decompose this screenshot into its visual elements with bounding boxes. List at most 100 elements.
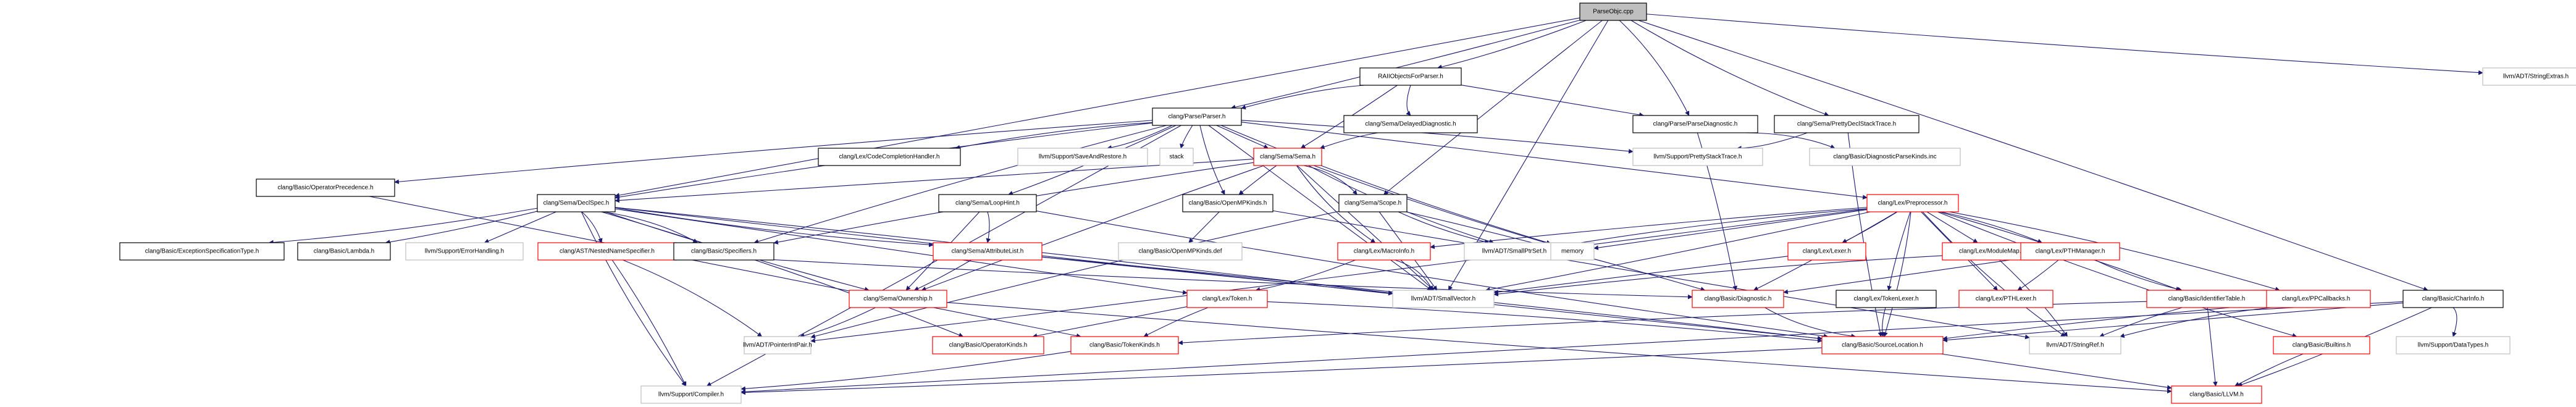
node-box [1550,242,1595,261]
node-PPCallbacks[interactable]: clang/Lex/PPCallbacks.h [2261,290,2371,308]
node-box [2273,336,2370,355]
node-PTHManager[interactable]: clang/Lex/PTHManager.h [2020,242,2120,261]
node-box [1787,242,1866,261]
edge-Sema-to-Ownership [921,165,1264,292]
edge-Lexer-to-SmallVector [1493,256,1789,295]
node-box [405,242,524,261]
node-TokenLexer[interactable]: clang/Lex/TokenLexer.h [1836,290,1937,308]
node-OpenMPDef[interactable]: clang/Basic/OpenMPKinds.def [1118,242,1243,261]
node-RAII[interactable]: RAIIObjectsForParser.h [1359,67,1462,86]
node-DataTypes[interactable]: llvm/Support/DataTypes.h [2396,336,2511,355]
edge-Preprocessor-to-SmallVector [1485,211,1871,292]
node-label: clang/Basic/TokenKinds.h [1089,342,1160,349]
node-Diagnostic[interactable]: clang/Basic/Diagnostic.h [1692,290,1784,308]
edge-Parser-to-Sema [1216,125,1269,149]
node-PTHLexer[interactable]: clang/Lex/PTHLexer.h [1958,290,2054,308]
node-label: llvm/Support/Compiler.h [658,392,724,398]
node-OperatorKinds[interactable]: clang/Basic/OperatorKinds.h [932,336,1044,355]
node-ParseDiag[interactable]: clang/Parse/ParseDiagnostic.h [1632,115,1758,133]
node-ParseObjc[interactable]: ParseObjc.cpp [1579,2,1647,21]
node-label: memory [1561,248,1584,255]
node-label: clang/Sema/PrettyDeclStackTrace.h [1797,121,1896,128]
node-Compiler[interactable]: llvm/Support/Compiler.h [640,385,742,404]
edge-Preprocessor-to-StringRef [1922,211,2066,337]
node-CodeCompletion[interactable]: clang/Lex/CodeCompletionHandler.h [818,148,961,166]
node-PointerIntPair[interactable]: llvm/ADT/PointerIntPair.h [743,336,812,355]
edge-ParseObjc-to-CharInfo [1638,20,2428,292]
node-OpPrec[interactable]: clang/Basic/OperatorPrecedence.h [256,178,395,197]
node-SourceLocation[interactable]: clang/Basic/SourceLocation.h [1821,336,1944,355]
node-label: clang/Sema/LoopHint.h [955,200,1020,207]
node-label: clang/Sema/Ownership.h [863,296,933,303]
node-SmallVector[interactable]: llvm/ADT/SmallVector.h [1392,290,1495,308]
node-Preprocessor[interactable]: clang/Lex/Preprocessor.h [1866,194,1959,212]
node-PrettyDecl[interactable]: clang/Sema/PrettyDeclStackTrace.h [1774,115,1919,133]
node-DiagParseKinds[interactable]: clang/Basic/DiagnosticParseKinds.inc [1809,148,1961,166]
node-PrettyStack[interactable]: llvm/Support/PrettyStackTrace.h [1632,148,1763,166]
node-label: ParseObjc.cpp [1593,9,1634,15]
node-box [1836,290,1937,308]
node-Scope[interactable]: clang/Sema/Scope.h [1338,194,1408,212]
edge-DeclSpec-to-ExcSpec [269,208,538,245]
node-Parser[interactable]: clang/Parse/Parser.h [1152,107,1242,126]
edge-ParseObjc-to-DeclSpec [615,17,1580,198]
node-SmallPtrSet[interactable]: llvm/ADT/SmallPtrSet.h [1464,242,1565,261]
node-box [1159,148,1194,166]
node-MacroInfo[interactable]: clang/Lex/MacroInfo.h [1337,242,1431,261]
node-OpenMPKinds[interactable]: clang/Basic/OpenMPKinds.h [1182,194,1273,212]
node-label: clang/Basic/OperatorKinds.h [949,342,1028,349]
node-DelayedDiag[interactable]: clang/Sema/DelayedDiagnostic.h [1343,115,1478,133]
node-box [938,194,1037,212]
edge-Diagnostic-to-SourceLocation [1764,307,1856,338]
edge-SourceLocation-to-LLVM [1940,353,2172,390]
node-memory[interactable]: memory [1550,242,1595,261]
node-box [1774,115,1919,133]
node-Builtins[interactable]: clang/Basic/Builtins.h [2273,336,2370,355]
node-SaveRestore[interactable]: llvm/Support/SaveAndRestore.h [1017,148,1148,166]
edge-Parser-to-OpenMPKinds [1199,125,1225,195]
node-box [1337,242,1431,261]
node-label: clang/Basic/OperatorPrecedence.h [277,185,373,191]
node-LoopHint[interactable]: clang/Sema/LoopHint.h [938,194,1037,212]
edge-Preprocessor-to-ModuleMap [1926,211,1978,243]
edge-OpenMPKinds-to-StringRef [1272,210,2030,340]
node-box [818,148,961,166]
node-ExcSpec[interactable]: clang/Basic/ExceptionSpecificationType.h [119,242,285,261]
node-label: clang/Lex/ModuleMap.h [1959,248,2024,255]
node-StringRef[interactable]: llvm/ADT/StringRef.h [2029,336,2121,355]
node-IdentTable[interactable]: clang/Basic/IdentifierTable.h [2146,290,2267,308]
node-Lambda[interactable]: clang/Basic/Lambda.h [297,242,391,261]
node-CharInfo[interactable]: clang/Basic/CharInfo.h [2402,290,2504,308]
node-label: clang/Sema/Scope.h [1345,200,1401,207]
node-Specifiers[interactable]: clang/Basic/Specifiers.h [673,242,774,261]
edge-DeclSpec-to-Specifiers [602,211,698,243]
edge-RAII-to-DelayedDiag [1406,85,1411,116]
node-label: clang/Basic/SourceLocation.h [1842,342,1923,349]
edge-OpenMPKinds-to-OpenMPDef [1188,211,1220,243]
node-AttributeList[interactable]: clang/Sema/AttributeList.h [933,242,1043,261]
edge-Parser-to-stack [1180,125,1193,149]
node-box [2029,336,2121,355]
node-Lexer[interactable]: clang/Lex/Lexer.h [1787,242,1866,261]
node-box [1338,194,1408,212]
node-TokenKinds[interactable]: clang/Basic/TokenKinds.h [1070,336,1179,355]
node-StringExtras[interactable]: llvm/ADT/StringExtras.h [2482,67,2576,86]
edge-Token-to-OperatorKinds [1032,306,1188,338]
node-NNS[interactable]: clang/AST/NestedNameSpecifier.h [537,242,677,261]
node-DeclSpec[interactable]: clang/Sema/DeclSpec.h [537,194,616,212]
node-label: clang/Lex/MacroInfo.h [1354,248,1414,255]
edge-Ownership-to-PointerIntPair [799,307,876,338]
edge-OpPrec-to-TokenKinds [369,196,1081,338]
node-Token[interactable]: clang/Lex/Token.h [1186,290,1268,308]
edge-IdentTable-to-LLVM [2207,307,2218,387]
node-box [1866,194,1959,212]
edge-Parser-to-Specifiers [753,125,1167,244]
node-box [1632,148,1763,166]
node-Sema[interactable]: clang/Sema/Sema.h [1253,148,1322,166]
node-Ownership[interactable]: clang/Sema/Ownership.h [849,290,947,308]
node-stack[interactable]: stack [1159,148,1194,166]
node-LLVM[interactable]: clang/Basic/LLVM.h [2171,385,2262,404]
node-box [1464,242,1565,261]
node-box [1017,148,1148,166]
node-ErrorHandling[interactable]: llvm/Support/ErrorHandling.h [405,242,524,261]
